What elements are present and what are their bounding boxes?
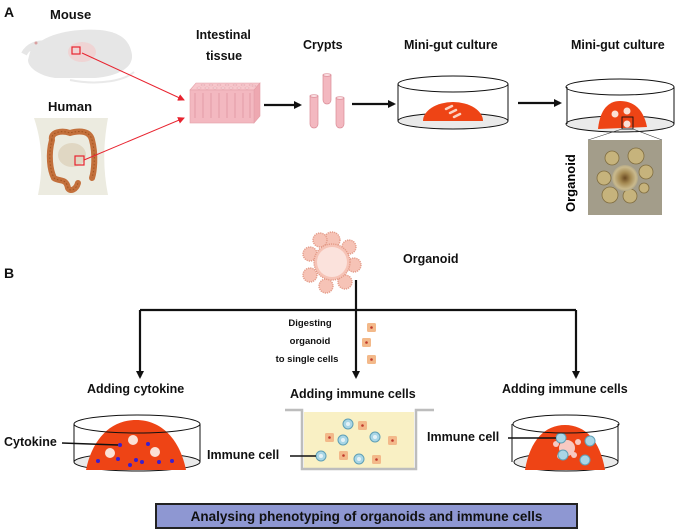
human-label: Human xyxy=(48,99,93,114)
intestinal-tissue-block xyxy=(189,82,261,124)
immune-organoid-dish xyxy=(508,414,620,472)
adding-immune-cells-title-right: Adding immune cells xyxy=(502,382,628,396)
cytokine-callout-label: Cytokine xyxy=(4,435,57,449)
organoid-zoom-box xyxy=(621,116,634,130)
crypt-tubes xyxy=(309,73,345,129)
culture-dish-2 xyxy=(565,78,675,141)
mouse-highlight-box xyxy=(71,46,81,55)
immune-cell-callout-label-middle: Immune cell xyxy=(207,448,280,462)
adding-immune-cells-title-middle: Adding immune cells xyxy=(290,387,416,401)
digest-text-line2: organoid xyxy=(289,336,331,347)
organoid-label: Organoid xyxy=(403,252,459,266)
organoid-inset-label: Organoid xyxy=(563,154,578,212)
intestinal-tissue-label-line1: Intestinal xyxy=(196,28,251,42)
digest-text-line1: Digesting xyxy=(288,318,332,329)
single-cells xyxy=(362,323,376,364)
summary-box: Analysing phenotyping of organoids and i… xyxy=(155,503,578,529)
intestinal-tissue-label-line2: tissue xyxy=(206,49,243,63)
minigut-culture-label-2: Mini-gut culture xyxy=(571,38,665,52)
mouse-label: Mouse xyxy=(50,7,92,22)
organoid-micrograph xyxy=(588,140,662,215)
co-culture-well xyxy=(285,408,434,471)
crypts-label: Crypts xyxy=(303,38,343,52)
mouse-to-tissue-arrow xyxy=(81,52,185,101)
human-to-tissue-arrow xyxy=(83,117,185,161)
minigut-culture-label-1: Mini-gut culture xyxy=(404,38,498,52)
adding-cytokine-title: Adding cytokine xyxy=(87,382,185,396)
cytokine-dish xyxy=(61,414,201,472)
panel-a-label: A xyxy=(4,4,15,20)
cytokine-callout-line xyxy=(61,442,119,446)
branch-connectors xyxy=(136,280,580,379)
immune-cell-callout-label-right: Immune cell xyxy=(427,430,500,444)
human-illustration xyxy=(34,118,108,195)
digest-text-line3: to single cells xyxy=(275,354,339,365)
culture-dish-1 xyxy=(397,75,509,130)
mouse-illustration xyxy=(21,29,135,84)
panel-b-label: B xyxy=(4,265,15,281)
summary-text: Analysing phenotyping of organoids and i… xyxy=(190,508,543,524)
human-highlight-box xyxy=(74,155,85,166)
organoid-illustration xyxy=(302,231,362,294)
